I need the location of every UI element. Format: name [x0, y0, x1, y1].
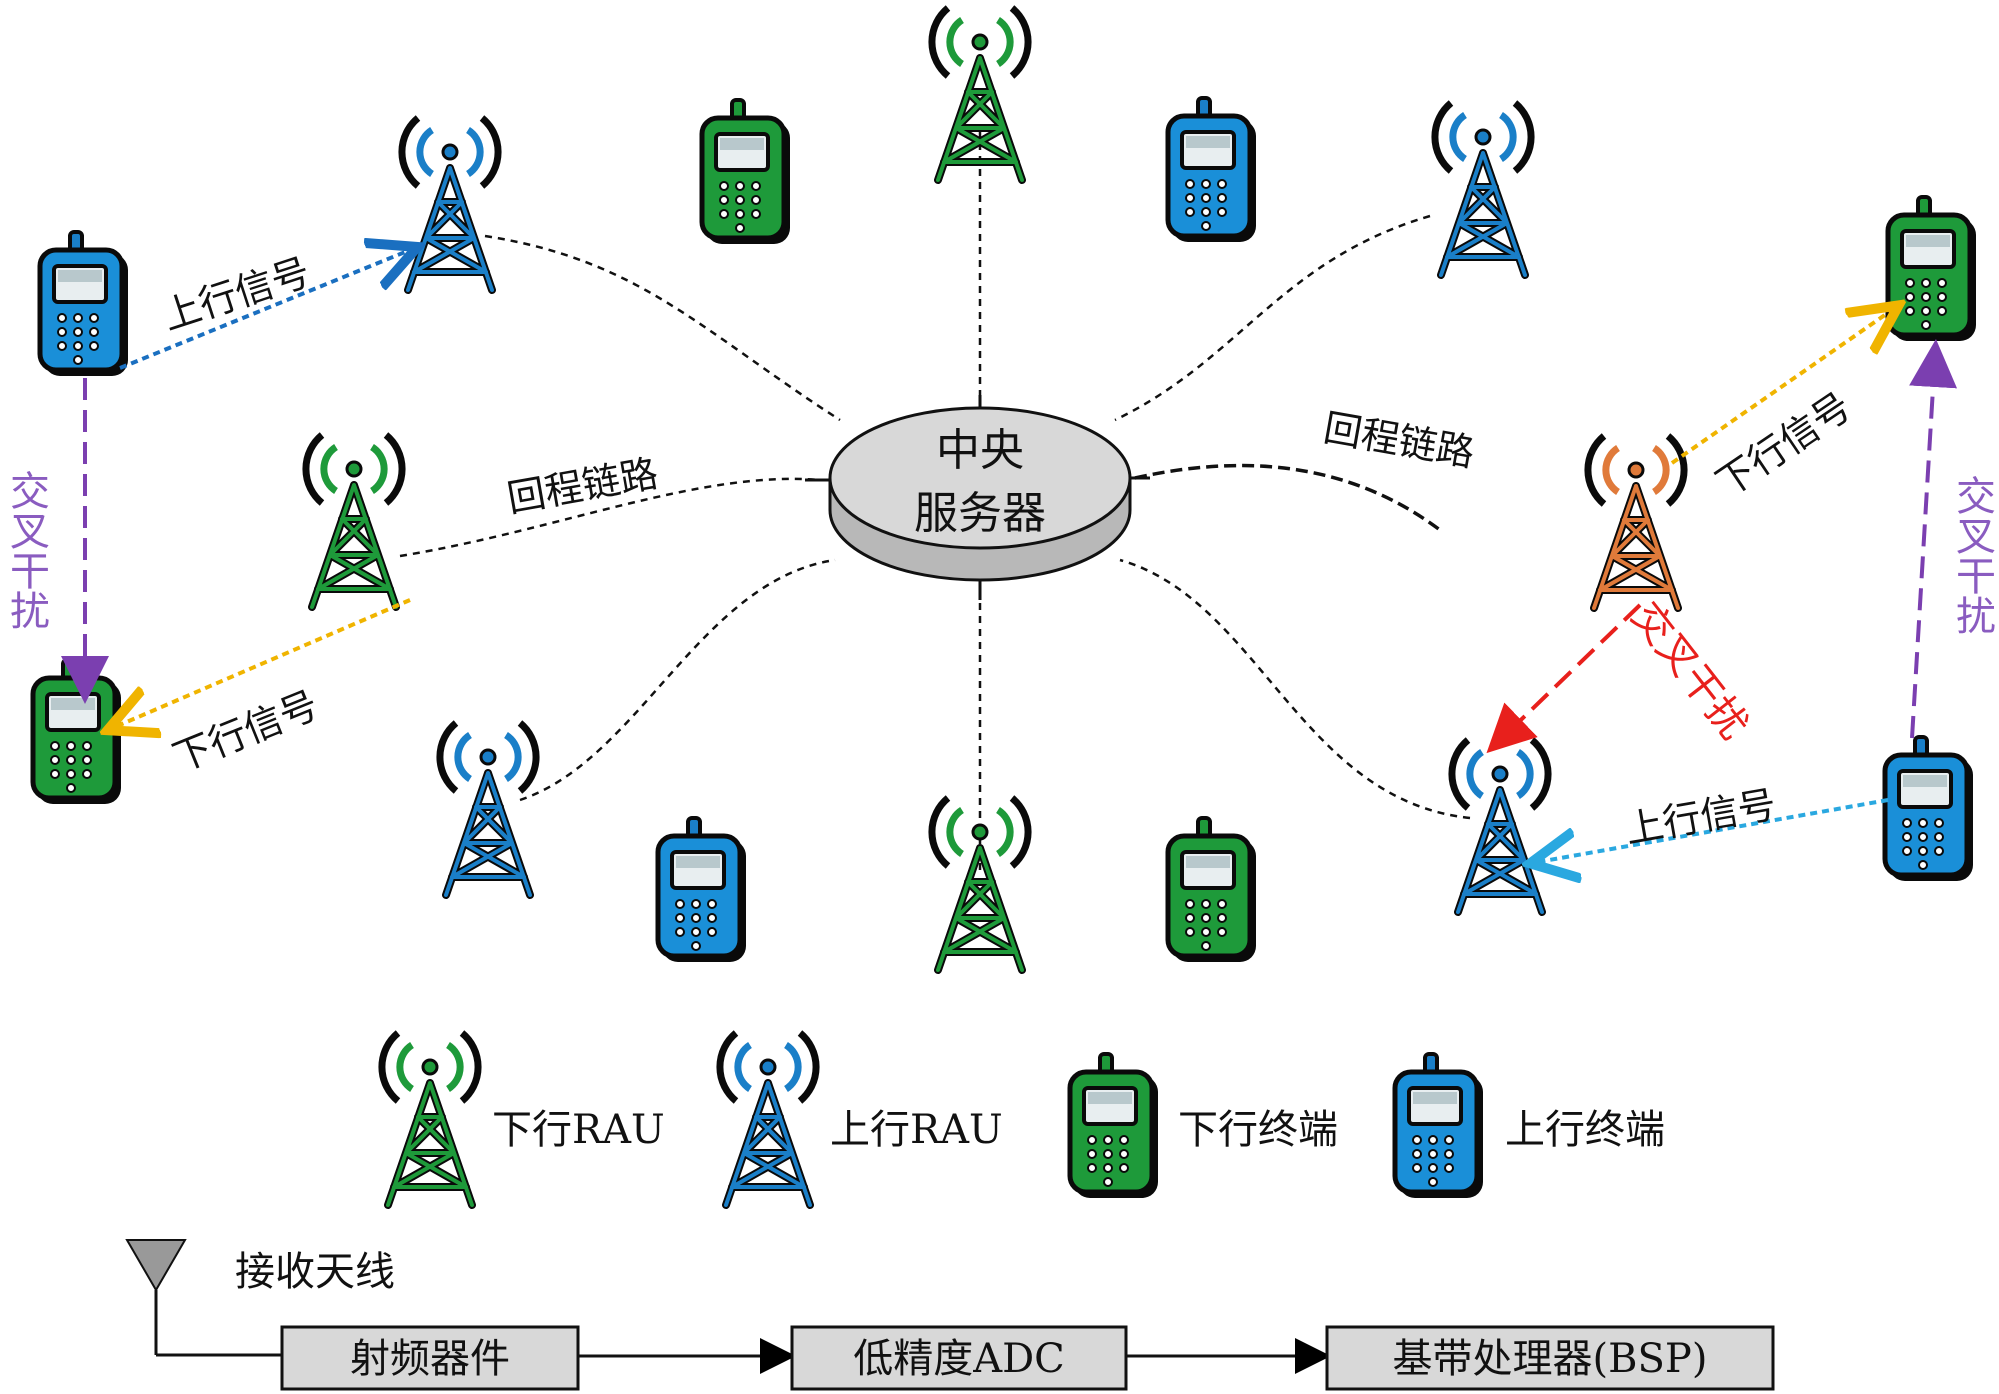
legend-uplink-rau-icon [720, 1033, 816, 1205]
receive-antenna-icon [125, 1239, 187, 1292]
baseband-processor-label: 基带处理器(BSP) [1393, 1336, 1708, 1382]
left-interference-label: 交叉干扰 [3, 470, 49, 630]
backhaul-link-bottom-right [1119, 558, 1471, 820]
right-uplink-label: 上行信号 [1622, 782, 1779, 852]
tower-bottom-center [932, 798, 1028, 970]
server-label-line2: 服务器 [914, 488, 1046, 539]
backhaul-link-top-left [484, 234, 841, 422]
tower-bottom-left [440, 723, 536, 895]
rf-device-label: 射频器件 [350, 1336, 510, 1382]
left-uplink-label: 上行信号 [157, 250, 315, 339]
receive-antenna-label: 接收天线 [235, 1249, 395, 1295]
backhaul-label-left: 回程链路 [504, 451, 661, 521]
legend-uplink-terminal-label: 上行终端 [1505, 1107, 1665, 1153]
right-downlink-line [1670, 310, 1892, 465]
tower-mid-left [306, 435, 402, 607]
backhaul-link-mid-right [1134, 463, 1442, 532]
legend-downlink-terminal-label: 下行终端 [1178, 1107, 1338, 1153]
legend: 下行RAU 上行RAU 下行终端 上行终端 [382, 1033, 1665, 1205]
backhaul-link-top-right [1114, 214, 1431, 422]
server-label-line1: 中央 [936, 425, 1024, 476]
left-downlink-label: 下行信号 [167, 683, 324, 781]
phone-bottom-center-right [1168, 818, 1256, 962]
baseband-processor-block [1325, 1325, 1775, 1391]
tower-top-right [1435, 103, 1531, 275]
tower-top-left [402, 118, 498, 290]
backhaul-label-right: 回程链路 [1320, 406, 1477, 476]
tower-bottom-right [1452, 740, 1548, 912]
right-downlink-label: 下行信号 [1708, 384, 1859, 505]
left-uplink-line [119, 250, 410, 370]
central-server: 中央 服务器 [805, 395, 1150, 600]
center-interference-arrow [1486, 603, 1642, 754]
legend-downlink-terminal-icon [1070, 1054, 1158, 1198]
rf-device-block [280, 1325, 580, 1391]
legend-downlink-rau-icon [382, 1033, 478, 1205]
right-interference-arrow [1909, 339, 1958, 739]
tower-mid-right [1588, 436, 1684, 608]
right-interference-label: 交叉干扰 [1949, 475, 1995, 635]
backhaul-link-bottom-left [519, 558, 836, 802]
low-precision-adc-block [790, 1325, 1128, 1391]
tower-top-center [932, 8, 1028, 180]
legend-uplink-terminal-icon [1395, 1054, 1483, 1198]
backhaul-link-mid-left [399, 477, 821, 558]
legend-downlink-rau-label: 下行RAU [492, 1107, 665, 1153]
phone-mid-left [33, 660, 121, 804]
phone-top-center-right [1168, 98, 1256, 242]
left-downlink-line [115, 598, 411, 727]
backhaul-links [399, 130, 1471, 870]
phone-top-center-left [702, 100, 790, 244]
low-precision-adc-label: 低精度ADC [853, 1336, 1065, 1382]
receiver-chain: 接收天线 射频器件 低精度ADC 基带处理器(BSP) [125, 1239, 1775, 1391]
phone-top-right [1888, 197, 1976, 341]
center-interference-label: 交叉干扰 [1622, 594, 1757, 748]
phone-bottom-center-left [658, 818, 746, 962]
phone-top-left [40, 232, 128, 376]
legend-uplink-rau-label: 上行RAU [830, 1107, 1003, 1153]
phone-bottom-right [1885, 737, 1973, 881]
